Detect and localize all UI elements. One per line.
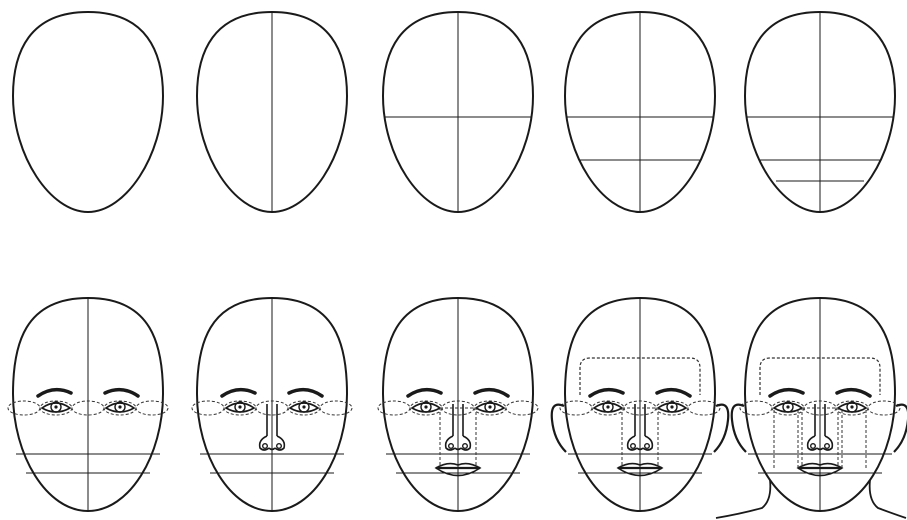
nostril [449, 444, 454, 449]
pupil [488, 405, 491, 408]
right-ear [714, 405, 728, 452]
left-ear [732, 405, 746, 452]
nostril [811, 444, 816, 449]
head-oval [13, 12, 163, 212]
step-7 [192, 298, 352, 511]
nostril [825, 444, 830, 449]
left-eyebrow [222, 390, 255, 396]
step-3 [383, 12, 533, 212]
right-eyebrow [475, 390, 508, 396]
right-eyebrow [289, 390, 322, 396]
step-4 [565, 12, 715, 212]
right-eyebrow [105, 390, 138, 396]
step-5 [745, 12, 895, 212]
left-ear [552, 405, 566, 452]
left-eyebrow [770, 390, 803, 396]
step-8 [378, 298, 538, 511]
step-1 [13, 12, 163, 212]
pupil [54, 405, 57, 408]
pupil [118, 405, 121, 408]
step-2 [197, 12, 347, 212]
nostril [631, 444, 636, 449]
pupil [238, 405, 241, 408]
pupil [424, 405, 427, 408]
right-eyebrow [657, 390, 690, 396]
left-eyebrow [408, 390, 441, 396]
nostril [645, 444, 650, 449]
pupil [850, 405, 853, 408]
neck-right [870, 480, 906, 518]
left-eyebrow [38, 390, 71, 396]
pupil [606, 405, 609, 408]
right-eyebrow [837, 390, 870, 396]
nostril [263, 444, 268, 449]
left-eyebrow [590, 390, 623, 396]
pupil [786, 405, 789, 408]
right-ear [894, 405, 907, 452]
pupil [302, 405, 305, 408]
step-9 [552, 298, 729, 511]
step-10 [716, 298, 907, 518]
neck-left [716, 480, 770, 518]
pupil [670, 405, 673, 408]
step-6 [8, 298, 168, 511]
nostril [463, 444, 468, 449]
nostril [277, 444, 282, 449]
